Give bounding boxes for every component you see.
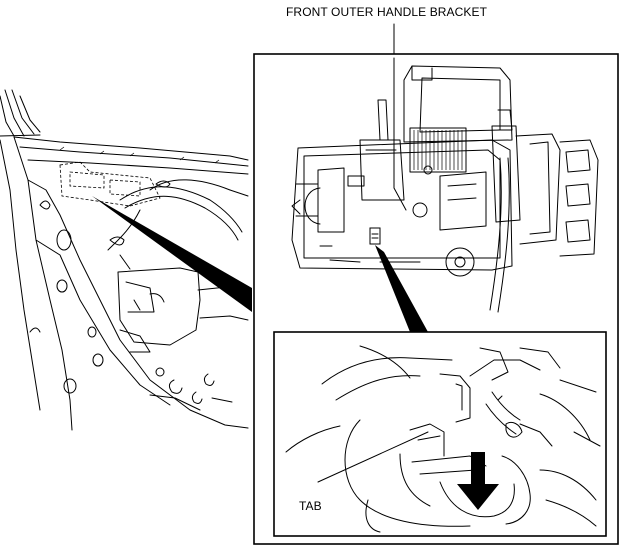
bracket-label: FRONT OUTER HANDLE BRACKET: [286, 5, 488, 19]
tab-leader-line: [317, 431, 429, 483]
tab-marker: [369, 227, 381, 245]
bracket-leader-line: [393, 23, 407, 211]
tab-detail-frame: [273, 331, 607, 537]
pointer-wedge-lower: [375, 245, 428, 332]
down-arrow-icon: [457, 452, 499, 510]
handle-bracket-assembly: [291, 65, 599, 313]
tab-label: TAB: [299, 499, 322, 513]
door-inner-panel: [0, 89, 249, 431]
spring-coil: [409, 127, 467, 173]
pointer-wedge-upper: [92, 196, 252, 312]
